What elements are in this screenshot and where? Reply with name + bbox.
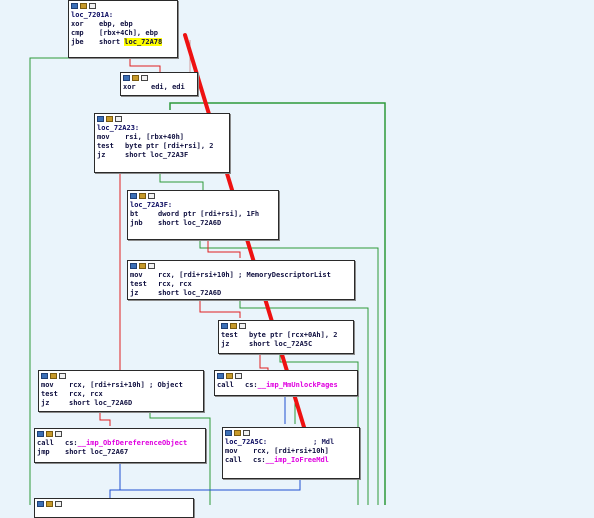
block-icon bbox=[80, 2, 87, 9]
asm-line: cmp[rbx+4Ch], ebp bbox=[71, 29, 159, 37]
graph-icon bbox=[41, 372, 48, 379]
block-toolbar bbox=[223, 428, 359, 437]
edge-loop-back bbox=[169, 102, 386, 505]
graph-icon bbox=[71, 2, 78, 9]
import-ref[interactable]: __imp_MmUnlockPages bbox=[257, 381, 338, 389]
block-label: loc_7201A: bbox=[71, 11, 114, 19]
block-toolbar bbox=[95, 114, 229, 123]
block-icon bbox=[46, 430, 53, 437]
edge-b8-false bbox=[149, 412, 211, 505]
graph-icon bbox=[130, 262, 137, 269]
block-toolbar bbox=[121, 73, 197, 82]
comment-icon bbox=[243, 429, 250, 436]
edge-b9-blue bbox=[109, 463, 121, 498]
block-icon bbox=[234, 429, 241, 436]
comment-icon bbox=[89, 2, 96, 9]
block-toolbar bbox=[215, 371, 357, 380]
graph-icon bbox=[221, 322, 228, 329]
block-toolbar bbox=[39, 371, 203, 380]
edge-b4-true bbox=[207, 240, 241, 258]
edge-b5-true bbox=[199, 300, 241, 318]
block-toolbar bbox=[35, 429, 205, 438]
graph-icon bbox=[225, 429, 232, 436]
block-icon bbox=[230, 322, 237, 329]
comment-icon bbox=[148, 262, 155, 269]
block-label: loc_72A3F: bbox=[130, 201, 173, 209]
comment-icon bbox=[141, 74, 148, 81]
graph-icon bbox=[37, 500, 44, 507]
import-ref[interactable]: __imp_IoFreeMdl bbox=[265, 456, 329, 464]
block-icon bbox=[139, 192, 146, 199]
block-bottom-partial[interactable] bbox=[34, 498, 194, 518]
graph-icon bbox=[130, 192, 137, 199]
block-toolbar bbox=[35, 499, 193, 508]
block-label: loc_72A23: bbox=[97, 124, 140, 132]
graph-icon bbox=[37, 430, 44, 437]
block-toolbar bbox=[128, 261, 354, 270]
comment-icon bbox=[59, 372, 66, 379]
comment-icon bbox=[55, 500, 62, 507]
edge-false-72A78 bbox=[29, 57, 70, 505]
block-toolbar bbox=[219, 321, 353, 330]
block-toolbar bbox=[128, 191, 278, 200]
edge-b10-blue bbox=[110, 480, 301, 491]
comment-icon bbox=[115, 115, 122, 122]
graph-icon bbox=[123, 74, 130, 81]
block-icon bbox=[139, 262, 146, 269]
edge-b6-true bbox=[259, 354, 269, 370]
block-icon bbox=[50, 372, 57, 379]
jump-target-highlight[interactable]: loc_72A78 bbox=[124, 38, 163, 46]
import-ref[interactable]: __imp_ObfDereferenceObject bbox=[77, 439, 188, 447]
block-icon bbox=[226, 372, 233, 379]
edge-b8-true bbox=[99, 412, 111, 426]
comment-icon bbox=[239, 322, 246, 329]
edge-true-b1 bbox=[129, 57, 161, 72]
block-toolbar bbox=[69, 1, 177, 10]
asm-comment: ; Mdl bbox=[313, 438, 335, 446]
edge-b5-false bbox=[239, 300, 369, 505]
edge-72A23-false bbox=[159, 173, 204, 190]
comment-icon bbox=[235, 372, 242, 379]
block-icon bbox=[46, 500, 53, 507]
graph-icon bbox=[97, 115, 104, 122]
block-icon bbox=[132, 74, 139, 81]
block-icon bbox=[106, 115, 113, 122]
block-label: loc_72A5C:; Mdl bbox=[225, 438, 335, 446]
comment-icon bbox=[55, 430, 62, 437]
comment-icon bbox=[148, 192, 155, 199]
graph-icon bbox=[217, 372, 224, 379]
edge-72A3F-false bbox=[199, 240, 379, 505]
